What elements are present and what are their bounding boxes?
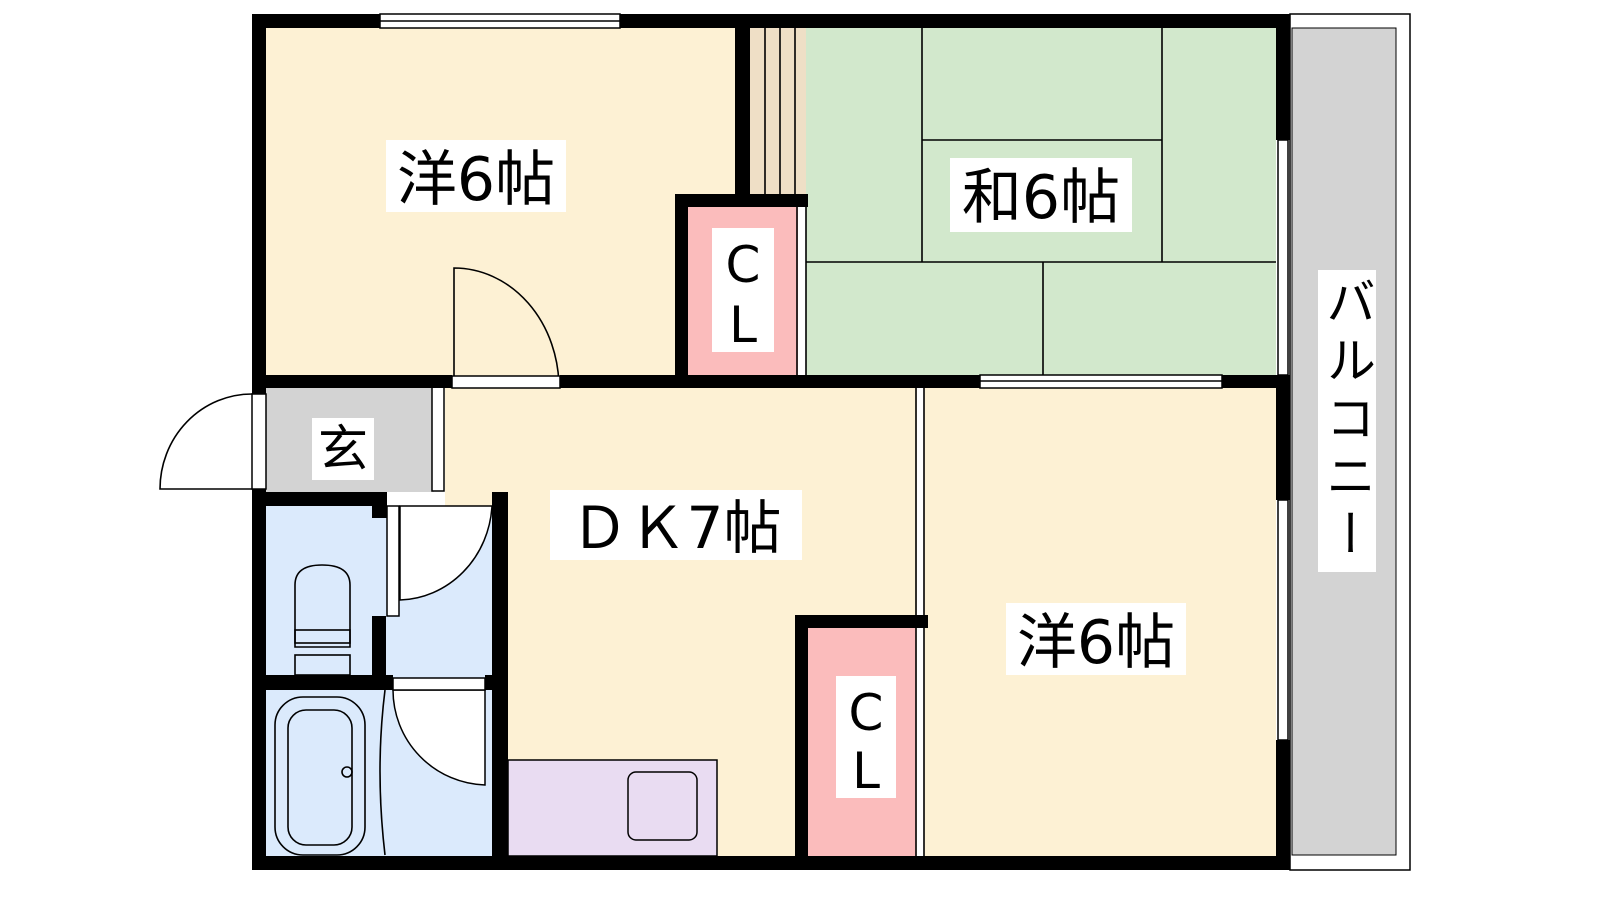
closet-2-label: L (852, 742, 880, 800)
closet-2-label: C (849, 684, 884, 742)
room-label-japanese: 和6帖 (962, 163, 1120, 233)
room-label-western-2: 洋6帖 (1017, 608, 1175, 678)
tatami-lines (796, 28, 1276, 376)
room-label-western-1: 洋6帖 (397, 145, 555, 215)
sink-icon (627, 771, 698, 841)
windows (379, 13, 1289, 741)
bathtub-icon (274, 689, 386, 856)
balcony: バルコニー (1289, 13, 1411, 871)
closet-1-label: L (729, 296, 757, 354)
storage-floor (750, 28, 806, 196)
entrance-label: 玄 (318, 420, 368, 478)
closet-1-label: C (726, 236, 761, 294)
balcony-label: バルコニー (1318, 276, 1376, 566)
door-swings (159, 267, 561, 786)
walls (252, 14, 1290, 870)
room-label-dining-kitchen: ＤＫ7帖 (571, 494, 782, 562)
kitchen-counter (507, 759, 718, 857)
